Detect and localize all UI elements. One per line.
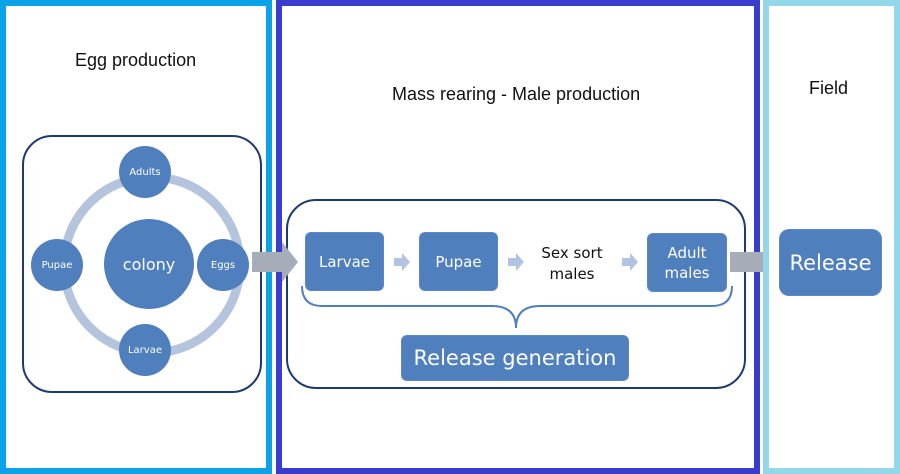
step-larvae: Larvae (306, 233, 383, 290)
small-arrow-icon (508, 253, 524, 271)
mass-rearing-title: Mass rearing - Male production (392, 84, 641, 104)
big-arrow-icon (252, 242, 298, 282)
egg-production-title: Egg production (75, 50, 197, 70)
sex-sort-line-1: Sex sort (541, 244, 603, 262)
step-adult-males: Adult males (648, 234, 726, 291)
cycle-node-larvae: Larvae (119, 324, 171, 376)
field-title: Field (809, 78, 849, 98)
small-arrow-icon (394, 253, 410, 271)
sex-sort-line-2: males (549, 265, 595, 283)
step-sex-sort-males: Sex sort males (527, 243, 617, 285)
small-arrow-icon (622, 253, 638, 271)
cycle-node-adults: Adults (119, 146, 171, 198)
colony-node: colony (104, 219, 194, 309)
step-pupae: Pupae (420, 233, 497, 290)
adult-males-line-1: Adult (667, 243, 707, 262)
release-generation-label: Release generation (402, 336, 628, 380)
group-brace (301, 285, 733, 329)
step-release: Release (780, 230, 881, 295)
cycle-node-pupae: Pupae (31, 239, 83, 291)
adult-males-line-2: males (664, 263, 710, 282)
cycle-node-eggs: Eggs (197, 239, 249, 291)
